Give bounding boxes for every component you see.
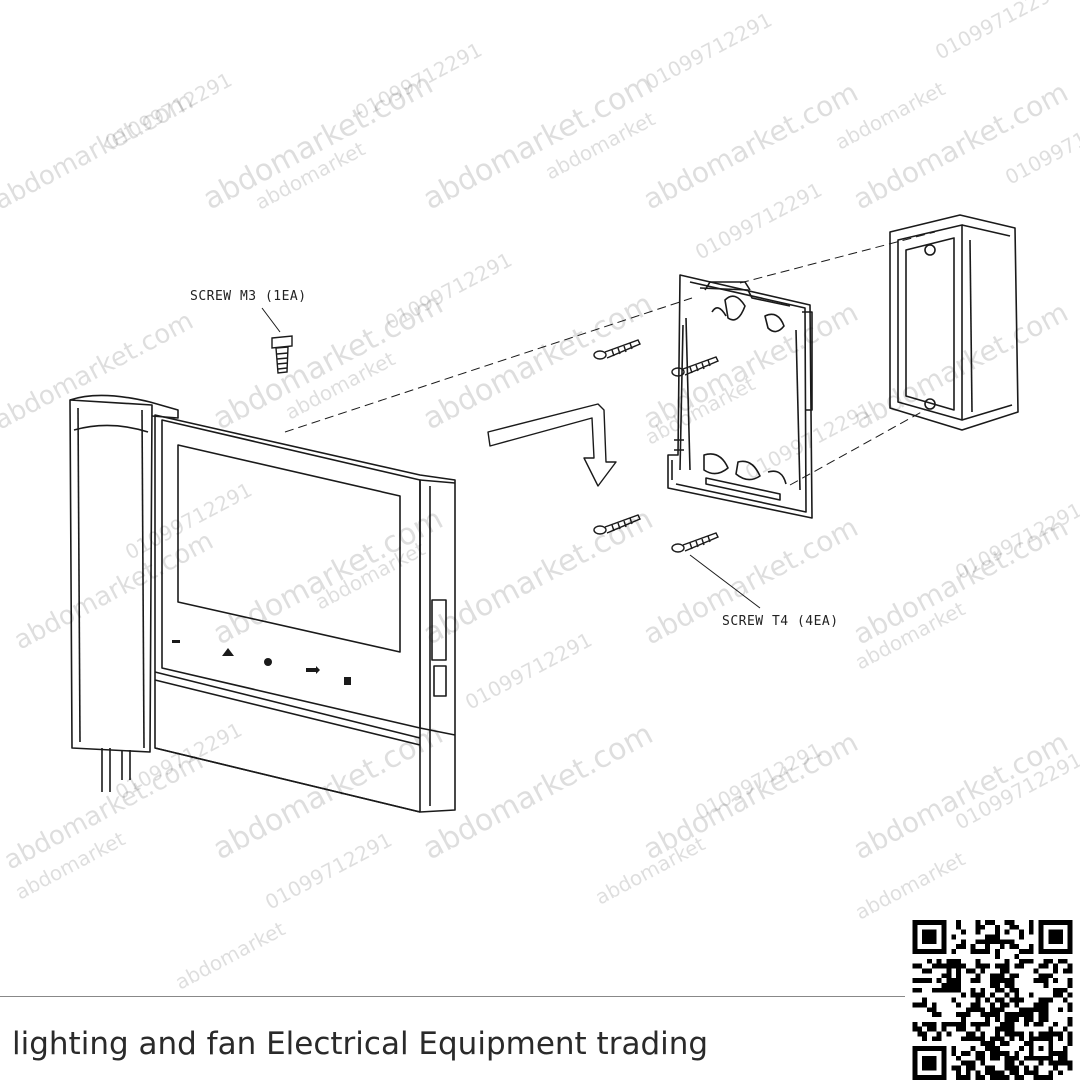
watermark-text: 01099712291 (931, 0, 1066, 64)
watermark-text: abdomarket.com (207, 501, 449, 652)
screw-m3-label: SCREW M3 (1EA) (190, 289, 307, 304)
side-connector-2 (433, 665, 447, 697)
watermark-text: 01099712291 (111, 718, 246, 805)
watermark-text: 01099712291 (261, 828, 396, 915)
watermark-text: abdomarket.com (848, 725, 1074, 866)
watermark-text: abdomarket.com (417, 286, 659, 437)
watermark-text: 01099712291 (641, 8, 776, 95)
button-icon-1 (172, 640, 180, 643)
watermark-text: abdomarket (171, 916, 289, 994)
stop-icon (344, 677, 351, 685)
watermark-text: 01099712291 (351, 38, 486, 125)
watermark-text: abdomarket.com (638, 510, 864, 651)
box-screw-hole-top (924, 244, 936, 256)
watermark-text: abdomarket.com (848, 75, 1074, 216)
bell-icon (222, 648, 234, 656)
watermark-text: abdomarket.com (848, 295, 1074, 436)
display-screen (177, 444, 401, 653)
screw-t4-icon-4 (671, 532, 719, 553)
footer-divider (0, 996, 905, 997)
video-intercom-monitor (69, 394, 456, 813)
watermark-text: 01099712291 (461, 628, 596, 715)
watermark-text: abdomarket.com (9, 526, 218, 656)
screw-t4-icon-3 (593, 514, 641, 535)
alignment-lines (284, 231, 936, 486)
watermark-text: abdomarket.com (417, 716, 659, 867)
power-icon (264, 658, 272, 666)
cables (101, 748, 131, 792)
screw-t4-group (593, 339, 719, 553)
footer-tagline: lighting and fan Electrical Equipment tr… (12, 1026, 709, 1062)
mounting-direction-arrow (487, 403, 617, 487)
watermark-text: abdomarket.com (638, 75, 864, 216)
screw-t4-label: SCREW T4 (4EA) (722, 614, 839, 629)
watermark-text: 01099712291 (381, 248, 516, 335)
monitor-body (154, 414, 456, 813)
electrical-back-box (889, 214, 1019, 431)
screw-t4-icon-2 (671, 356, 719, 377)
screw-m3-icon (271, 335, 293, 374)
screw-t4-icon-1 (593, 339, 641, 360)
leader-screw-m3 (261, 307, 281, 333)
mounting-bracket (667, 274, 813, 519)
watermark-text: abdomarket.com (417, 501, 659, 652)
qr-code-icon (912, 920, 1073, 1080)
watermark-text: 01099712291 (101, 68, 236, 155)
side-connector (431, 599, 447, 661)
handset (69, 394, 179, 753)
box-screw-hole-bottom (924, 398, 936, 410)
arrow-icon (306, 666, 320, 674)
monitor-buttons (172, 640, 351, 685)
watermark-text: 01099712291 (691, 178, 826, 265)
leader-screw-t4 (689, 554, 761, 609)
